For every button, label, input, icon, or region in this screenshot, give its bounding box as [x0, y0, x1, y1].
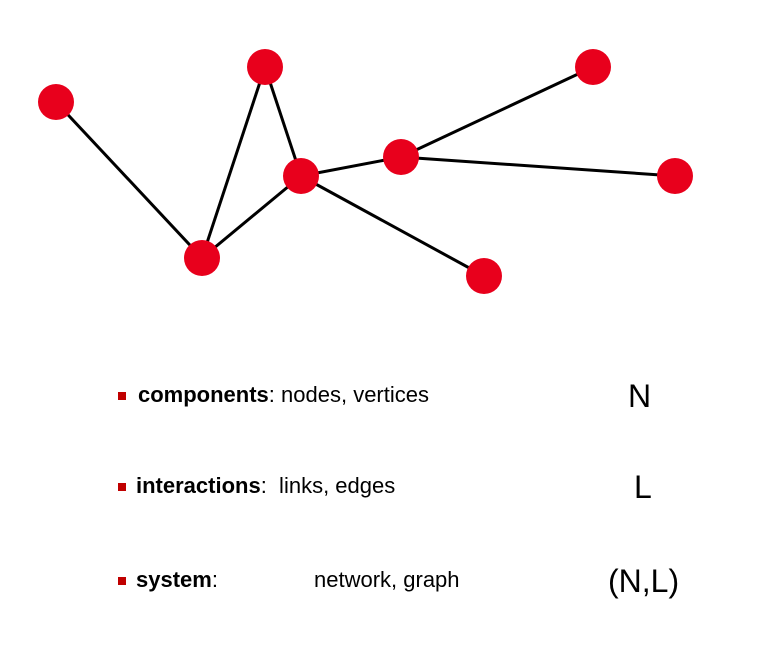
graph-node-a — [38, 84, 74, 120]
graph-edge-d-h — [300, 174, 485, 278]
definition-separator: : — [268, 382, 275, 407]
graph-edge-b-d — [263, 66, 303, 177]
graph-node-h — [466, 258, 502, 294]
edges-layer — [54, 65, 676, 278]
definition-term-line: interactions: links, edges — [136, 473, 395, 499]
definition-term-line: components: nodes, vertices — [138, 382, 429, 408]
graph-edge-e-f — [400, 65, 594, 159]
definition-term-line: system: — [136, 567, 218, 593]
definition-term: components — [138, 382, 269, 407]
graph-node-c — [184, 240, 220, 276]
graph-node-f — [575, 49, 611, 85]
nodes-layer — [38, 49, 693, 294]
definition-symbol: N — [628, 378, 652, 414]
definition-term: interactions — [136, 473, 261, 498]
bullet-square-icon — [118, 483, 126, 491]
definition-symbol: (N,L) — [608, 563, 680, 599]
definition-separator: : — [211, 567, 218, 592]
definition-term: system — [136, 567, 212, 592]
definition-row-components: components: nodes, vertices N — [0, 378, 768, 418]
definition-description: nodes, vertices — [274, 382, 429, 407]
graph-edge-c-d — [201, 174, 302, 260]
definition-description: links, edges — [266, 473, 396, 498]
definition-row-system: system: network, graph (N,L) — [0, 563, 768, 603]
graph-edge-e-g — [400, 155, 676, 178]
definition-description: network, graph — [314, 567, 460, 592]
bullet-square-icon — [118, 392, 126, 400]
graph-node-d — [283, 158, 319, 194]
graph-node-g — [657, 158, 693, 194]
graph-node-b — [247, 49, 283, 85]
graph-node-e — [383, 139, 419, 175]
network-graph-diagram — [38, 49, 693, 294]
definition-row-interactions: interactions: links, edges L — [0, 469, 768, 509]
definition-separator: : — [260, 473, 267, 498]
graph-edge-c-b — [200, 66, 267, 259]
definition-symbol: L — [634, 469, 652, 505]
bullet-square-icon — [118, 577, 126, 585]
graph-edge-a-c — [54, 100, 204, 260]
